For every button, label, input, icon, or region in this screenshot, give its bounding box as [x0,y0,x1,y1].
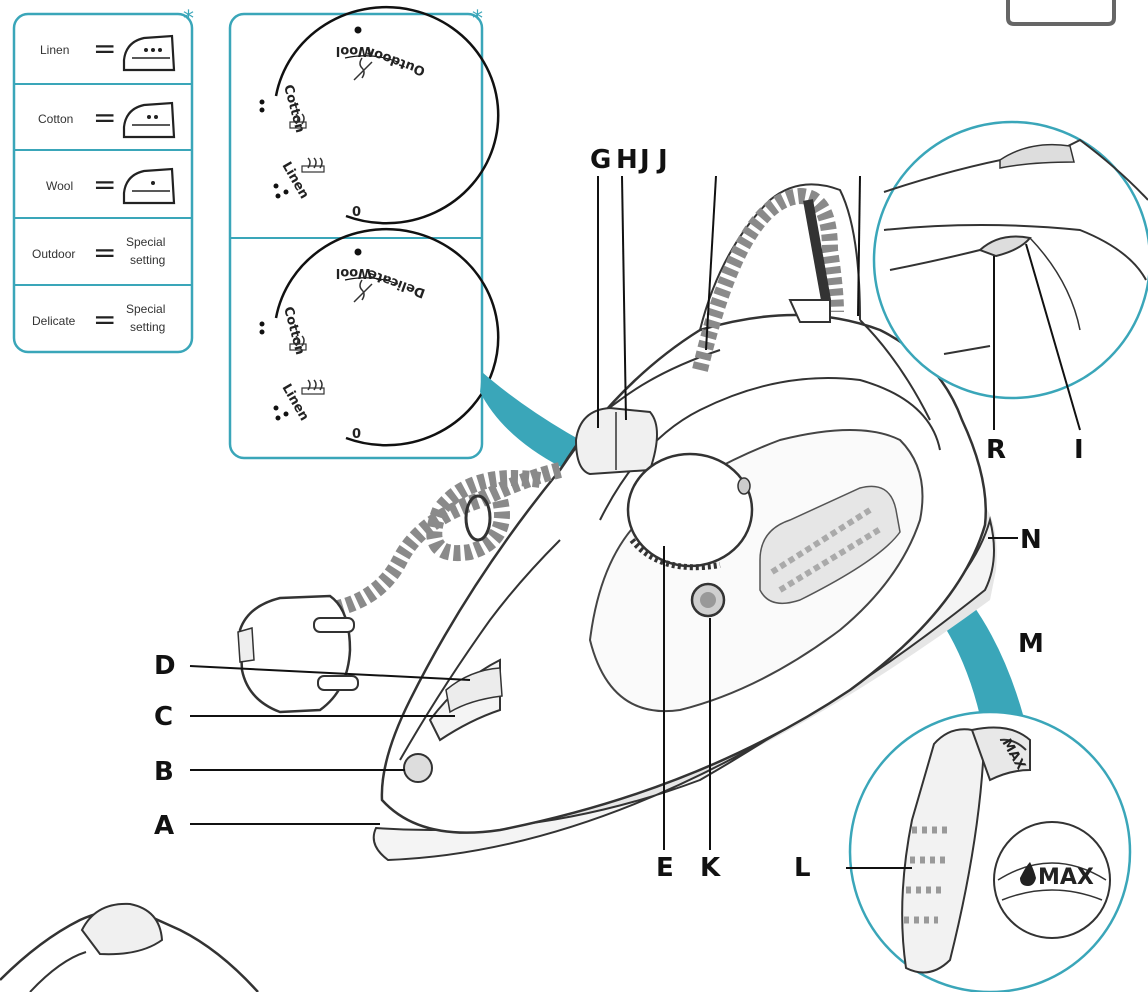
iron-rest-partial [0,902,259,992]
callout-n: N [1020,525,1042,555]
dial-panel-frame [228,12,484,460]
callout-k: K [700,853,721,883]
callout-c: C [154,702,173,732]
cartridge-body: MAX [901,726,1031,974]
callout-g: G [590,145,611,175]
settings-table-frame [12,12,194,354]
callout-b: B [154,757,174,787]
special-setting-line2: setting [130,320,165,334]
steam-iron [372,183,997,862]
callout-i: I [1074,435,1084,465]
steam-icon [289,335,307,351]
callout-labels: D C B A E K L G H J J N M R I [154,145,1084,883]
water-drop-icon [1020,862,1036,886]
iron-3-dots-icon [122,34,176,72]
iron-2-dots-icon [122,101,176,139]
dial-zero: 0 [352,427,361,442]
dial-footnote-mark: * [472,7,483,32]
table-footnote-mark: * [183,7,194,32]
zoom-cartridge-detail: MAX MAX [848,710,1132,992]
setting-name-cotton: Cotton [38,112,73,126]
page-corner-box [1006,0,1116,26]
plug [237,594,359,714]
callout-d: D [154,651,176,681]
steam-icon [301,157,325,173]
setting-name-delicate: Delicate [32,314,76,328]
settings-table: * Linen = Cotton = Wool = Outdoor = Spec… [12,7,194,354]
equals-sign: = [93,32,116,65]
callout-a: A [154,811,174,841]
steam-icon [289,113,307,129]
special-setting-line1: Special [126,235,165,249]
callout-h: H [616,145,638,175]
temperature-dial [626,452,754,568]
equals-sign: = [93,168,116,201]
dial-label-wool: Wool [336,43,372,58]
callout-l: L [794,853,811,883]
setting-name-linen: Linen [40,43,69,57]
callout-j-second: J [656,145,668,175]
max-indicator-zoom: MAX [993,821,1111,939]
power-cord-rear [692,187,844,372]
dial-zero: 0 [352,205,361,220]
setting-name-outdoor: Outdoor [32,247,75,261]
steam-icon [301,379,325,395]
no-steam-icon [353,279,373,303]
max-level-label: MAX [1038,865,1094,890]
equals-sign: = [93,303,116,336]
special-setting-line2: setting [130,253,165,267]
callout-lines [189,175,1018,869]
dial-label-wool: Wool [336,265,372,280]
special-setting-line1: Special [126,302,165,316]
equals-sign: = [93,101,116,134]
spray-nozzle [403,753,433,783]
callout-m: M [1018,629,1044,659]
no-steam-icon [353,57,373,81]
callout-j: J [638,145,650,175]
callout-e: E [656,853,674,883]
equals-sign: = [93,236,116,269]
dial-panel: * Wool Outdoor Cotton Linen 0 Wool Delic… [228,5,500,460]
anti-calc-cartridge [759,485,901,605]
zoom-handle-detail [872,120,1148,431]
setting-name-wool: Wool [46,179,73,193]
iron-1-dot-icon [122,167,176,205]
callout-r: R [986,435,1006,465]
power-cord [237,462,562,714]
